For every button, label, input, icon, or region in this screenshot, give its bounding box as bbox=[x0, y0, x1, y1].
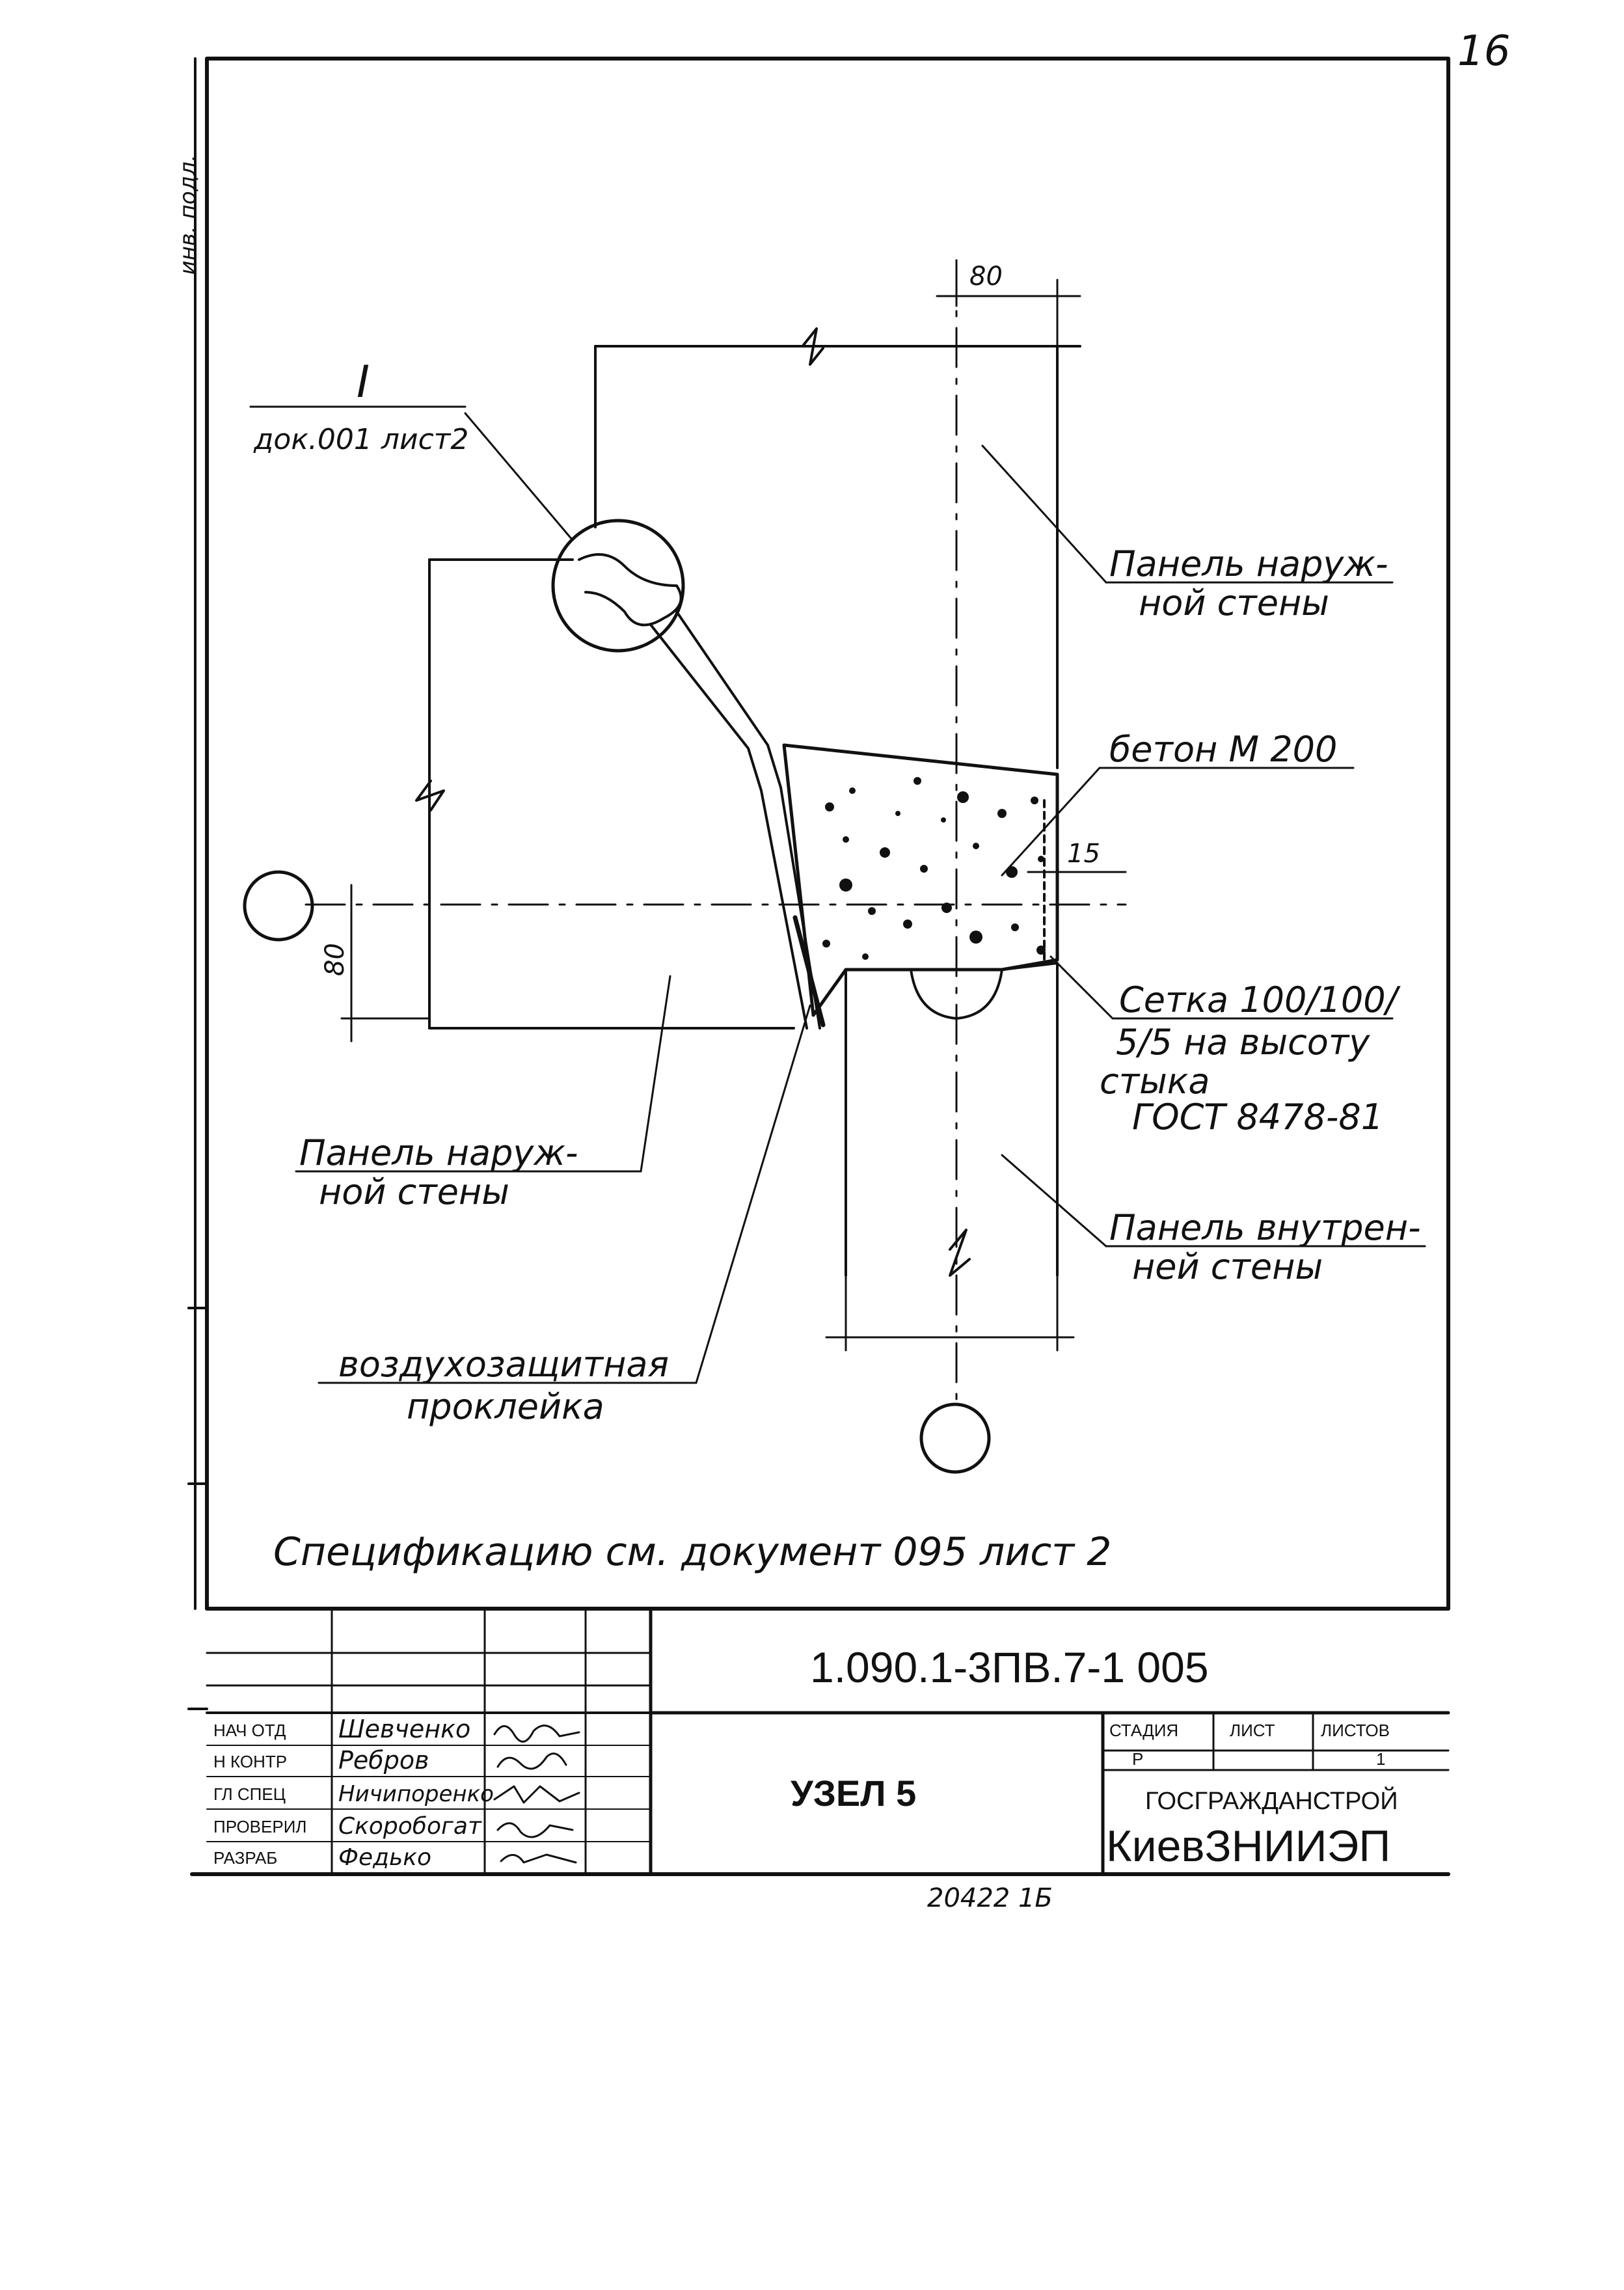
axis-bubble-left bbox=[243, 870, 314, 942]
callout-joint-detail bbox=[578, 553, 683, 627]
corner-sheet-number: 16 bbox=[1457, 27, 1510, 75]
dimension-top-label: 80 bbox=[969, 262, 1003, 292]
role-name: Ничипоренко bbox=[338, 1781, 494, 1807]
role-label: НАЧ ОТД bbox=[213, 1721, 286, 1740]
label-mesh-3: стыка bbox=[1100, 1061, 1210, 1102]
role-name: Ребров bbox=[338, 1746, 429, 1775]
label-mesh-2: 5/5 на высоту bbox=[1116, 1022, 1370, 1063]
diagonal-joint bbox=[649, 623, 808, 1029]
role-name: Скоробогат bbox=[338, 1813, 482, 1840]
role-name: Шевченко bbox=[338, 1715, 470, 1743]
organization-line-1: ГОСГРАЖДАНСТРОЙ bbox=[1145, 1786, 1398, 1815]
role-label: Н КОНТР bbox=[213, 1752, 287, 1771]
concrete-infill bbox=[782, 743, 1059, 1017]
role-label: РАЗРАБ bbox=[213, 1848, 277, 1868]
label-inner-panel-2: ней стены bbox=[1132, 1246, 1323, 1287]
bottom-inventory-number: 20422 1Б bbox=[927, 1883, 1053, 1913]
concrete-aggregate bbox=[822, 777, 1046, 960]
callout-leader bbox=[464, 412, 574, 541]
break-symbol bbox=[949, 1229, 971, 1277]
leader-line bbox=[1001, 767, 1101, 877]
diagonal-joint bbox=[675, 610, 821, 1029]
stage-value: Р bbox=[1132, 1749, 1143, 1769]
label-outer-panel-top-2: ной стены bbox=[1139, 582, 1329, 623]
label-mesh-4: ГОСТ 8478-81 bbox=[1132, 1097, 1383, 1138]
column-sheet: ЛИСТ bbox=[1230, 1721, 1275, 1740]
dimension-left-label: 80 bbox=[320, 943, 350, 976]
label-outer-panel-top-1: Панель наруж- bbox=[1109, 543, 1388, 584]
drawing-title: УЗЕЛ 5 bbox=[791, 1773, 916, 1814]
label-tape-1: воздухозащитная bbox=[338, 1344, 669, 1385]
label-tape-2: проклейка bbox=[407, 1386, 604, 1427]
label-outer-panel-left-2: ной стены bbox=[319, 1171, 509, 1212]
document-code: 1.090.1-3ПВ.7-1 005 bbox=[810, 1643, 1209, 1691]
side-vertical-text: инв. подл. bbox=[175, 154, 201, 275]
column-sheets: ЛИСТОВ bbox=[1321, 1721, 1390, 1740]
signature-marks bbox=[493, 1724, 580, 1864]
joint-drawing: I док.001 лист2 80 80 15 bbox=[243, 259, 1426, 1575]
leader-line bbox=[695, 1004, 811, 1384]
column-stage: СТАДИЯ bbox=[1109, 1721, 1178, 1740]
sheets-total-value: 1 bbox=[1376, 1749, 1385, 1769]
role-label: ПРОВЕРИЛ bbox=[213, 1817, 306, 1836]
inner-panel-outline bbox=[845, 962, 1059, 1277]
organization-line-2: КиевЗНИИЭП bbox=[1106, 1821, 1390, 1871]
break-symbol bbox=[802, 327, 824, 366]
label-inner-panel-1: Панель внутрен- bbox=[1109, 1207, 1421, 1248]
label-mesh-1: Сетка 100/100/ bbox=[1119, 979, 1401, 1020]
dimension-gap-label: 15 bbox=[1067, 839, 1100, 869]
title-block: НАЧ ОТД Шевченко Н КОНТР Ребров ГЛ СПЕЦ … bbox=[190, 1607, 1450, 1876]
callout-circle bbox=[551, 519, 685, 653]
leader-line bbox=[1001, 1154, 1107, 1247]
callout-mark: I bbox=[357, 357, 370, 408]
break-symbol bbox=[415, 780, 445, 811]
leader-line bbox=[640, 975, 671, 1173]
axis-bubble-bottom bbox=[919, 1402, 991, 1474]
leader-line bbox=[981, 444, 1107, 584]
label-concrete: бетон М 200 bbox=[1109, 729, 1337, 770]
leader-line bbox=[1049, 955, 1114, 1020]
role-label: ГЛ СПЕЦ bbox=[213, 1784, 286, 1804]
role-name: Федько bbox=[338, 1844, 431, 1871]
callout-reference: док.001 лист2 bbox=[253, 423, 468, 456]
label-outer-panel-left-1: Панель наруж- bbox=[299, 1132, 578, 1173]
specification-note: Спецификацию см. документ 095 лист 2 bbox=[273, 1529, 1111, 1575]
